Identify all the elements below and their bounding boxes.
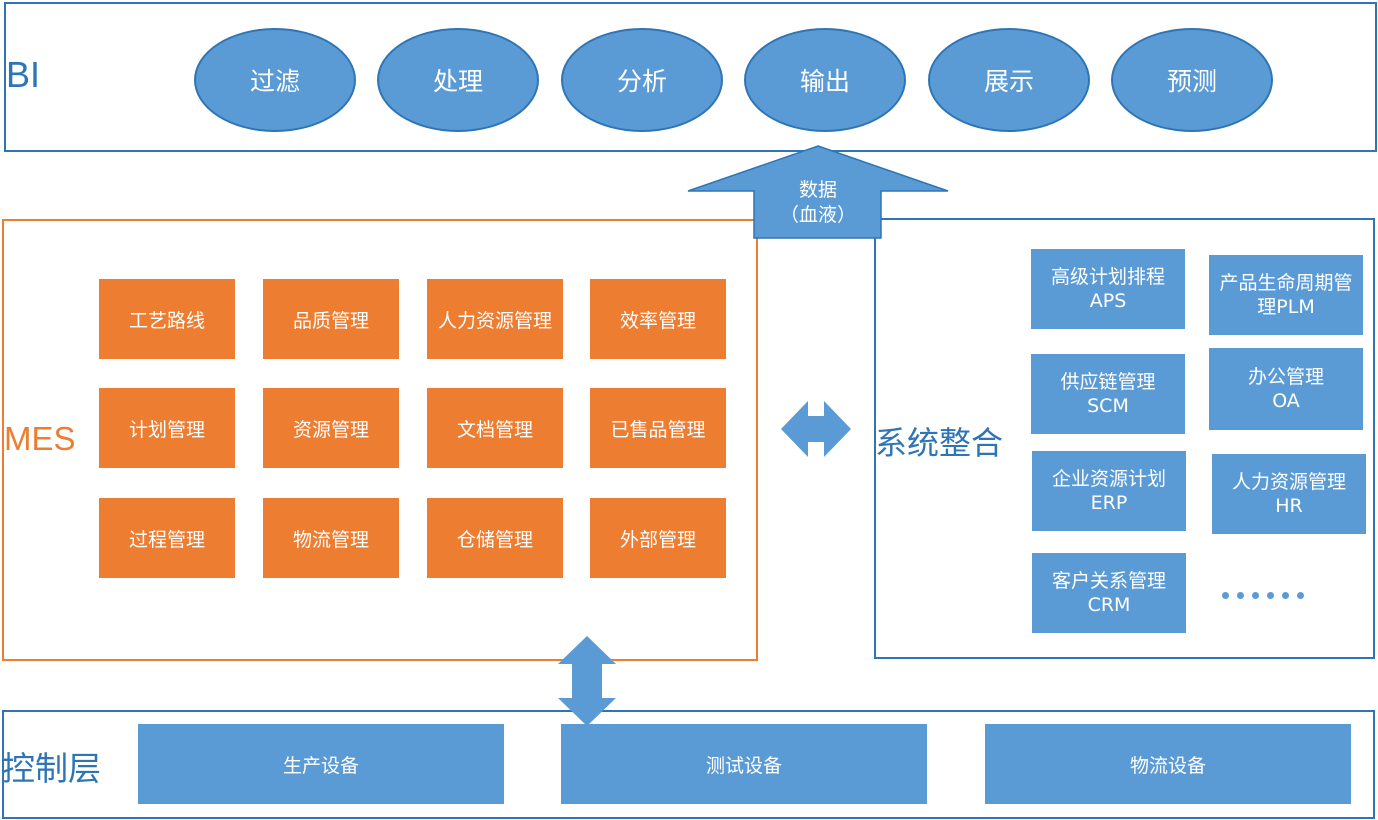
mes-module: 文档管理: [427, 388, 563, 468]
system-name: 人力资源管理: [1231, 471, 1346, 493]
system-abbr: HR: [1275, 495, 1303, 517]
device-testing: 测试设备: [561, 724, 927, 804]
bi-title: BI: [6, 54, 41, 95]
mes-module: 资源管理: [263, 388, 399, 468]
bi-step-predict: 预测: [1111, 28, 1273, 132]
mes-control-double-arrow: [558, 636, 616, 726]
system-aps: 高级计划排程 APS: [1031, 249, 1185, 329]
system-oa: 办公管理 OA: [1209, 348, 1363, 430]
system-crm: 客户关系管理 CRM: [1032, 553, 1186, 633]
more-systems-ellipsis: [1222, 592, 1304, 599]
mes-module: 已售品管理: [590, 388, 726, 468]
system-hr: 人力资源管理 HR: [1212, 454, 1366, 534]
control-title: 控制层: [2, 750, 101, 787]
mes-module: 外部管理: [590, 498, 726, 578]
device-logistics: 物流设备: [985, 724, 1351, 804]
mes-integration-double-arrow: [781, 401, 851, 457]
bi-step-process: 处理: [377, 28, 539, 132]
system-name: 企业资源计划: [1051, 468, 1166, 490]
bi-step-display: 展示: [928, 28, 1090, 132]
system-abbr: ERP: [1090, 492, 1128, 514]
mes-module: 过程管理: [99, 498, 235, 578]
mes-module: 效率管理: [590, 279, 726, 359]
system-name-cont: 理PLM: [1257, 296, 1315, 318]
system-erp: 企业资源计划 ERP: [1032, 451, 1186, 531]
mes-module: 品质管理: [263, 279, 399, 359]
system-name: 产品生命周期管: [1219, 272, 1353, 294]
system-abbr: OA: [1272, 390, 1300, 412]
bi-layer: [4, 2, 1377, 152]
system-abbr: SCM: [1087, 395, 1129, 417]
mes-title: MES: [4, 420, 76, 457]
system-abbr: APS: [1089, 290, 1127, 312]
mes-module: 仓储管理: [427, 498, 563, 578]
system-name: 供应链管理: [1060, 371, 1156, 393]
mes-layer: [2, 219, 758, 661]
mes-module: 人力资源管理: [427, 279, 563, 359]
integration-layer: [874, 218, 1375, 659]
system-name: 办公管理: [1247, 366, 1324, 388]
bi-step-output: 输出: [744, 28, 906, 132]
system-name: 客户关系管理: [1051, 570, 1166, 592]
system-name: 高级计划排程: [1050, 266, 1165, 288]
mes-module: 工艺路线: [99, 279, 235, 359]
mes-module: 计划管理: [99, 388, 235, 468]
data-arrow-label: 数据 （血液）: [756, 178, 880, 228]
data-up-arrow: [687, 145, 949, 239]
system-scm: 供应链管理 SCM: [1031, 354, 1185, 434]
data-arrow-label-line1: 数据: [798, 179, 837, 201]
data-arrow-label-line2: （血液）: [779, 204, 856, 226]
control-layer: [2, 710, 1375, 819]
bi-step-analyze: 分析: [561, 28, 723, 132]
mes-module: 物流管理: [263, 498, 399, 578]
device-production: 生产设备: [138, 724, 504, 804]
bi-step-filter: 过滤: [194, 28, 356, 132]
integration-title: 系统整合: [875, 425, 1004, 461]
system-abbr: CRM: [1087, 594, 1131, 616]
system-plm: 产品生命周期管 理PLM: [1209, 255, 1363, 335]
